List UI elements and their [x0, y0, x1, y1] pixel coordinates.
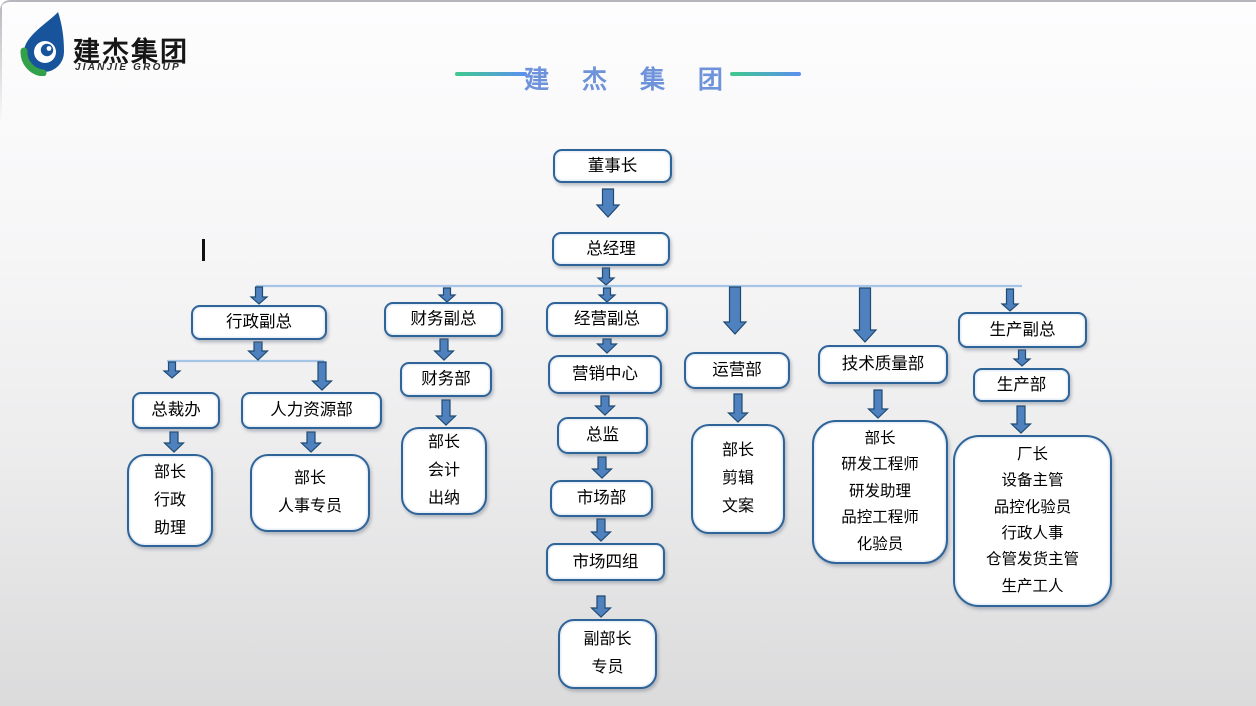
flow-arrow — [310, 361, 334, 391]
flow-arrow — [437, 287, 457, 303]
org-node-general-manager[interactable]: 总经理 — [552, 232, 670, 266]
org-node-production-vp[interactable]: 生产副总 — [958, 312, 1087, 348]
flow-arrow — [726, 393, 750, 423]
flow-arrow — [595, 338, 619, 354]
water-drop-logo-icon — [20, 12, 64, 76]
flow-arrow — [434, 399, 458, 426]
flow-arrow — [432, 338, 456, 361]
org-node-finance-vp[interactable]: 财务副总 — [384, 302, 503, 337]
flow-arrow — [593, 395, 617, 416]
flow-arrow — [589, 518, 613, 542]
flow-arrow — [595, 188, 621, 218]
org-node-admin-vp[interactable]: 行政副总 — [191, 305, 327, 340]
org-node-tech-quality-dept[interactable]: 技术质量部 — [818, 345, 948, 384]
flow-arrow — [589, 595, 613, 618]
org-node-finance-staff[interactable]: 部长 会计 出纳 — [401, 427, 487, 515]
org-node-market-group4[interactable]: 市场四组 — [546, 543, 665, 581]
flow-arrow — [866, 389, 890, 419]
flow-arrow — [596, 267, 616, 286]
org-node-hr-staff[interactable]: 部长 人事专员 — [250, 454, 370, 532]
flow-arrow — [1000, 288, 1020, 312]
org-node-chairman[interactable]: 董事长 — [553, 149, 672, 183]
org-node-operation-dept[interactable]: 运营部 — [684, 352, 790, 389]
org-node-tech-staff[interactable]: 部长 研发工程师 研发助理 品控工程师 化验员 — [812, 420, 948, 564]
flow-arrow — [1009, 405, 1033, 434]
org-node-ceo-office[interactable]: 总裁办 — [132, 392, 220, 429]
flow-arrow — [249, 286, 269, 305]
title-dash-right — [730, 72, 801, 76]
org-node-finance-dept[interactable]: 财务部 — [400, 362, 492, 397]
text-cursor — [202, 239, 205, 261]
org-node-marketing-center[interactable]: 营销中心 — [548, 355, 662, 394]
org-node-market-dept[interactable]: 市场部 — [550, 480, 653, 517]
org-node-admin-office-staff[interactable]: 部长 行政 助理 — [127, 454, 213, 547]
flow-arrow — [246, 341, 270, 361]
flow-arrow — [597, 287, 617, 303]
title-dash-left — [455, 72, 527, 76]
org-node-production-staff[interactable]: 厂长 设备主管 品控化验员 行政人事 仓管发货主管 生产工人 — [953, 435, 1112, 607]
logo-text-cn: 建杰集团 — [73, 37, 189, 67]
page-title: 建 杰 集 团 — [524, 66, 736, 94]
org-node-marketing-director[interactable]: 总监 — [557, 417, 648, 454]
flow-arrow — [590, 456, 614, 479]
org-node-operations-vp[interactable]: 经营副总 — [546, 302, 668, 337]
flow-arrow — [722, 286, 748, 335]
logo-text-en: JIANJIE GROUP — [75, 62, 181, 73]
org-node-hr-dept[interactable]: 人力资源部 — [241, 392, 382, 429]
org-node-market-staff[interactable]: 副部长 专员 — [558, 619, 657, 689]
org-node-operation-staff[interactable]: 部长 剪辑 文案 — [691, 424, 785, 534]
flow-arrow — [299, 431, 323, 453]
flow-arrow — [852, 287, 878, 343]
org-node-production-dept[interactable]: 生产部 — [973, 368, 1070, 402]
flow-arrow — [1012, 349, 1032, 367]
flow-arrow — [162, 431, 186, 453]
company-logo: 建杰集团 JIANJIE GROUP — [18, 8, 278, 80]
flow-arrow — [162, 361, 182, 379]
